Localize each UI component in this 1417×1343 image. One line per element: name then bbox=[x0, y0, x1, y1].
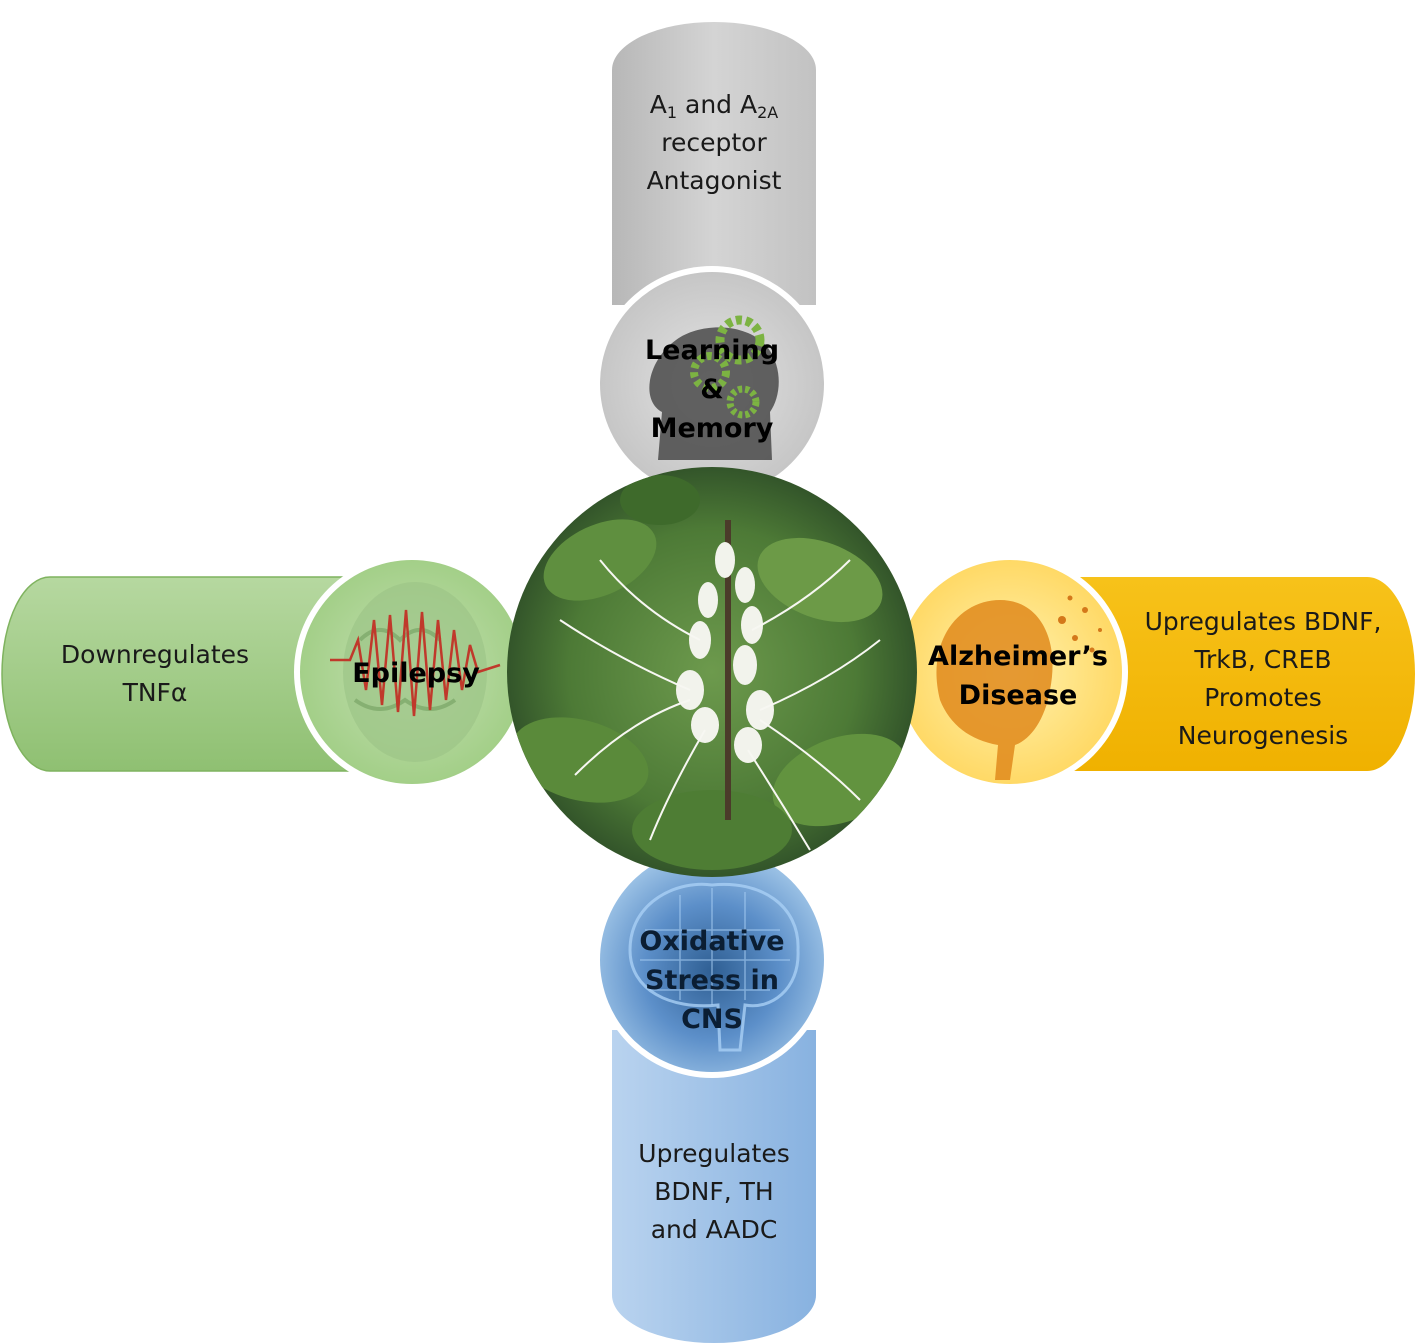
arm-right-text: Upregulates BDNF, TrkB, CREB Promotes Ne… bbox=[1128, 603, 1398, 755]
node-label-epilepsy: Epilepsy bbox=[316, 654, 516, 693]
node-alzheimers bbox=[898, 560, 1122, 784]
fading-head-tree-icon bbox=[936, 595, 1102, 780]
arm-top-line-3: Antagonist bbox=[646, 166, 782, 195]
head-with-gears-icon bbox=[649, 315, 779, 460]
brain-network-icon bbox=[628, 882, 800, 1052]
node-label-learning-memory: Learning & Memory bbox=[612, 331, 812, 448]
node-label-oxidative-stress: Oxidative Stress in CNS bbox=[612, 922, 812, 1039]
node-label-line: Disease bbox=[958, 680, 1078, 711]
node-label-line: & bbox=[700, 374, 724, 405]
node-label-line: Alzheimer’s bbox=[928, 641, 1108, 672]
arm-right bbox=[1062, 577, 1415, 771]
arm-bottom-tube bbox=[612, 1030, 816, 1343]
node-epilepsy bbox=[300, 560, 524, 784]
arm-top-text: A1 and A2A receptor Antagonist bbox=[612, 86, 816, 200]
arm-bottom bbox=[612, 1030, 816, 1343]
node-label-line: Epilepsy bbox=[352, 658, 480, 689]
arm-right-line-1: Upregulates BDNF, bbox=[1144, 607, 1382, 636]
node-label-line: Oxidative bbox=[639, 926, 785, 957]
arm-bottom-line-2: BDNF, TH bbox=[654, 1177, 774, 1206]
arm-right-line-4: Neurogenesis bbox=[1177, 721, 1349, 750]
arm-bottom-text: Upregulates BDNF, TH and AADC bbox=[612, 1135, 816, 1249]
arm-top bbox=[612, 22, 816, 305]
arm-left-text: Downregulates TNFα bbox=[40, 636, 270, 712]
arm-right-line-2: TrkB, CREB bbox=[1194, 645, 1332, 674]
node-label-line: Learning bbox=[644, 335, 780, 366]
center-plant-photo bbox=[507, 467, 917, 877]
arm-left-line-1: Downregulates bbox=[60, 640, 250, 669]
arm-right-line-3: Promotes bbox=[1204, 683, 1322, 712]
arm-top-line-1: A1 and A2A bbox=[649, 90, 779, 122]
arm-right-tube bbox=[1062, 577, 1415, 771]
brain-with-seizure-wave-icon bbox=[330, 582, 501, 762]
arm-bottom-line-1: Upregulates bbox=[638, 1139, 790, 1168]
node-label-alzheimers: Alzheimer’s Disease bbox=[918, 637, 1118, 715]
node-oxidative-stress bbox=[600, 848, 824, 1072]
node-learning-memory bbox=[600, 272, 824, 496]
arm-left-line-2: TNFα bbox=[122, 678, 188, 707]
arm-left-tube bbox=[1, 576, 351, 772]
node-label-line: Stress in bbox=[645, 965, 779, 996]
arm-bottom-line-3: and AADC bbox=[650, 1215, 778, 1244]
node-label-line: Memory bbox=[650, 413, 774, 444]
node-label-line: CNS bbox=[681, 1004, 743, 1035]
arm-left bbox=[1, 576, 351, 772]
arm-top-tube bbox=[612, 22, 816, 305]
arm-top-line-2: receptor bbox=[661, 128, 767, 157]
